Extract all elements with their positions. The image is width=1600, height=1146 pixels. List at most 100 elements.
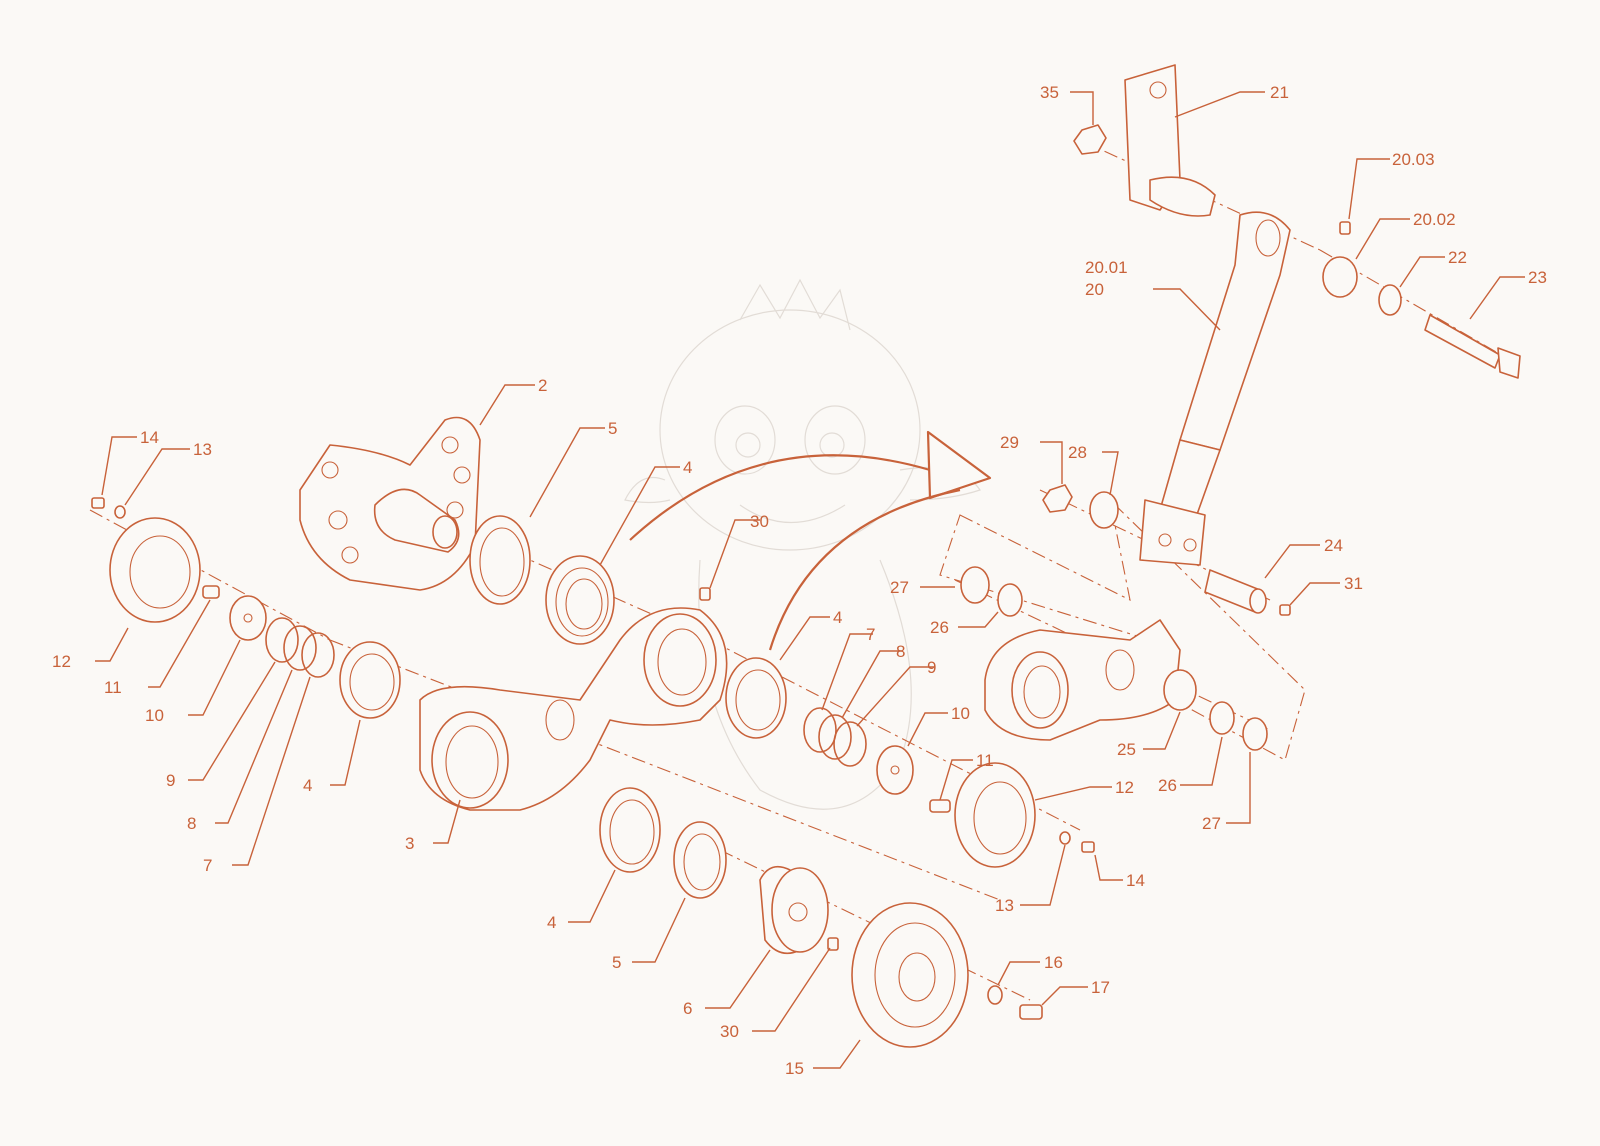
part-4-bearing-middle [725, 657, 787, 739]
callout-label: 17 [1091, 978, 1110, 997]
callout-label: 5 [608, 419, 617, 438]
callout-label: 27 [890, 578, 909, 597]
callout-label: 9 [927, 658, 936, 677]
callout-label: 10 [951, 704, 970, 723]
callout-label: 11 [104, 678, 122, 697]
callout-label: 11 [976, 751, 994, 770]
callout-label: 12 [52, 652, 71, 671]
part-3-housing-arm [419, 607, 728, 811]
callout-label: 20.03 [1392, 150, 1435, 169]
part-8-ring-left [283, 625, 317, 671]
part-20-03-grease-nipple [1339, 221, 1351, 235]
part-2-mounting-plate [299, 416, 481, 591]
callout-label: 7 [203, 856, 212, 875]
callout-label: 4 [833, 608, 842, 627]
callout-label: 7 [866, 625, 875, 644]
callout-label: 9 [166, 771, 175, 790]
callout-label: 23 [1528, 268, 1547, 287]
part-12-cover-left [109, 517, 201, 623]
part-15-flange [851, 902, 969, 1048]
callout-label: 8 [187, 814, 196, 833]
part-24-pin [1204, 569, 1267, 614]
callout-label: 29 [1000, 433, 1019, 452]
assembly-flow-arrows [629, 430, 992, 651]
callout-label: 10 [145, 706, 164, 725]
part-23-bolt [1424, 314, 1521, 379]
callout-label: 30 [720, 1022, 739, 1041]
callout-label: 24 [1324, 536, 1343, 555]
callout-label: 26 [930, 618, 949, 637]
part-12-cover-right [954, 762, 1036, 868]
callout-label: 6 [683, 999, 692, 1018]
part-20-02-bushing [1322, 256, 1358, 298]
callout-label: 25 [1117, 740, 1136, 759]
callout-label: 13 [193, 440, 212, 459]
callout-label: 3 [405, 834, 414, 853]
part-13-washer-right [1059, 831, 1071, 845]
part-10-disc-left [229, 595, 267, 641]
callout-label: 14 [140, 428, 159, 447]
leader-lines [95, 91, 1525, 1069]
part-14-screw-left [91, 497, 105, 509]
callout-labels: 35 21 20.03 20.02 22 23 20.01 20 2 5 4 3… [52, 83, 1547, 1078]
callout-label: 4 [303, 776, 312, 795]
part-30-grease-nipple-lower [827, 937, 839, 951]
part-17-bolt [1019, 1004, 1043, 1020]
part-4-bearing-lower [599, 787, 661, 873]
callout-label: 35 [1040, 83, 1059, 102]
callout-label: 5 [612, 953, 621, 972]
callout-label: 27 [1202, 814, 1221, 833]
part-4-bearing-left [339, 641, 401, 719]
part-14-screw-right [1081, 841, 1095, 853]
callout-label: 28 [1068, 443, 1087, 462]
part-27-washer-lower [1242, 717, 1268, 751]
part-11-pin-left [202, 585, 220, 599]
callout-label: 4 [547, 913, 556, 932]
part-right-arm [984, 619, 1181, 741]
callout-label: 21 [1270, 83, 1289, 102]
callout-label: 20 [1085, 280, 1104, 299]
part-5-seal-lower [673, 821, 727, 899]
part-9-ring-middle [833, 721, 867, 767]
part-28-washer [1089, 491, 1119, 529]
part-20-clevis [1139, 499, 1206, 566]
part-5-seal-upper [469, 515, 531, 605]
part-7-ring-left [265, 617, 299, 663]
callout-label: 31 [1344, 574, 1363, 593]
callout-label: 14 [1126, 871, 1145, 890]
callout-label: 20.02 [1413, 210, 1456, 229]
part-16-washer [987, 985, 1003, 1005]
callout-label: 22 [1448, 248, 1467, 267]
watermark-dragon-sketch [624, 278, 981, 810]
callout-label: 20.01 [1085, 258, 1128, 277]
callout-label: 2 [538, 376, 547, 395]
part-35-nut [1073, 124, 1107, 155]
callout-label: 16 [1044, 953, 1063, 972]
callout-label: 15 [785, 1059, 804, 1078]
part-21-bracket [1124, 64, 1216, 217]
part-22-washer [1378, 284, 1402, 316]
part-6-hub [759, 865, 829, 955]
callout-label: 26 [1158, 776, 1177, 795]
part-13-washer-left [114, 505, 126, 519]
callout-label: 30 [750, 512, 769, 531]
callout-label: 13 [995, 896, 1014, 915]
part-25-bushing [1163, 669, 1197, 711]
callout-label: 12 [1115, 778, 1134, 797]
part-30-grease-nipple-upper [699, 587, 711, 601]
part-4-bearing-upper [545, 555, 615, 645]
part-26-washer-upper [997, 583, 1023, 617]
part-10-disc-middle [876, 745, 914, 795]
part-26-washer-lower [1209, 701, 1235, 735]
part-29-nut [1042, 484, 1073, 513]
callout-label: 4 [683, 458, 692, 477]
part-9-ring-left [301, 632, 335, 678]
part-27-washer-upper [960, 566, 990, 604]
callout-label: 8 [896, 642, 905, 661]
part-31-clip [1279, 604, 1291, 616]
part-8-ring-middle [818, 714, 852, 760]
part-7-ring-middle [803, 707, 837, 753]
part-20-cylinder [1159, 211, 1291, 521]
part-11-pin-middle [929, 799, 951, 813]
